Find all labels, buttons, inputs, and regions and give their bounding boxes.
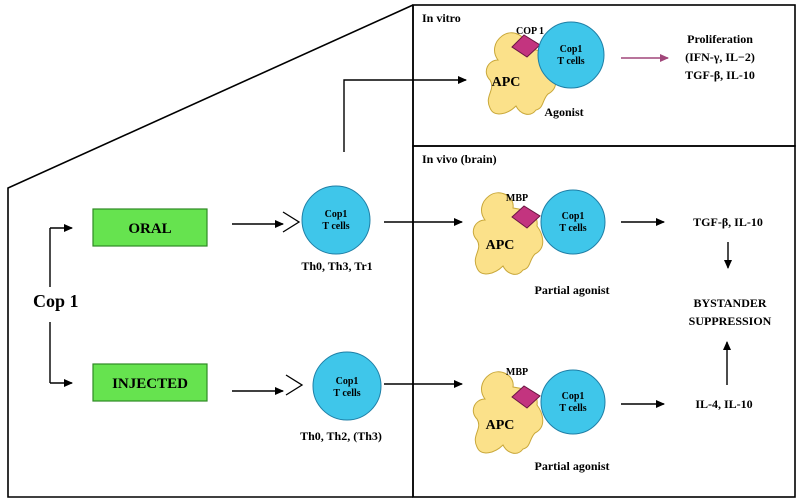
injected-tcell-line2: T cells xyxy=(333,388,360,399)
injected-tcell-line1: Cop1 xyxy=(336,376,359,387)
invitro-tcell-line1: Cop1 xyxy=(560,44,583,55)
invivo-tcell-top: Cop1 T cells xyxy=(540,189,606,255)
invivo-output-top: TGF-β, IL-10 xyxy=(693,215,763,229)
invivo-apc-bottom: APC xyxy=(472,371,544,454)
oral-to-invitro-path xyxy=(343,76,467,152)
invivo-partial-agonist-bottom: Partial agonist xyxy=(535,459,610,473)
invitro-output-line2: (IFN-γ, IL−2) xyxy=(685,50,755,64)
oral-tcell-caption: Th0, Th3, Tr1 xyxy=(301,259,372,273)
oral-tcell: Cop1 T cells xyxy=(282,185,371,255)
oral-box xyxy=(92,208,208,247)
in-vivo-panel xyxy=(412,145,796,498)
in-vitro-title: In vitro xyxy=(422,11,461,25)
invivo-mbp-label-bottom: MBP xyxy=(506,367,528,378)
invitro-output-line3: TGF-β, IL-10 xyxy=(685,68,755,82)
invivo-apc-top: APC xyxy=(472,192,544,275)
invivo-tcell-top-line1: Cop1 xyxy=(562,211,585,222)
funnel-outline xyxy=(7,4,414,498)
oral-tcell-line2: T cells xyxy=(322,221,349,232)
invitro-agonist-label: Agonist xyxy=(544,105,583,119)
invitro-tcell-line2: T cells xyxy=(557,56,584,67)
invivo-output-bottom: IL-4, IL-10 xyxy=(695,397,752,411)
mbp-mhc-bottom-icon xyxy=(511,385,541,409)
invivo-mbp-label-top: MBP xyxy=(506,193,528,204)
mbp-mhc-top-icon xyxy=(511,205,541,229)
invitro-apc: APC xyxy=(485,32,557,115)
oral-label: ORAL xyxy=(128,221,171,237)
invivo-tcell-bottom: Cop1 T cells xyxy=(540,369,606,435)
invivo-tcell-bottom-line1: Cop1 xyxy=(562,391,585,402)
oral-tcell-line1: Cop1 xyxy=(325,209,348,220)
injected-box xyxy=(92,363,208,402)
injected-label: INJECTED xyxy=(112,376,188,392)
tcr-receptor-icon xyxy=(285,374,304,396)
invivo-tcell-bottom-line2: T cells xyxy=(559,403,586,414)
bystander-line2: SUPPRESSION xyxy=(689,314,772,328)
in-vivo-title: In vivo (brain) xyxy=(422,152,497,166)
bystander-line1: BYSTANDER xyxy=(693,296,766,310)
invivo-apc-top-label: APC xyxy=(486,238,515,253)
invitro-mhc-label: COP 1 xyxy=(516,26,544,37)
injected-tcell: Cop1 T cells xyxy=(285,351,382,421)
injected-tcell-caption: Th0, Th2, (Th3) xyxy=(300,429,382,443)
invivo-partial-agonist-top: Partial agonist xyxy=(535,283,610,297)
invivo-tcell-top-line2: T cells xyxy=(559,223,586,234)
invivo-apc-bottom-label: APC xyxy=(486,418,515,433)
invitro-output-line1: Proliferation xyxy=(687,32,753,46)
cop1-source-label: Cop 1 xyxy=(33,291,79,311)
invitro-apc-label: APC xyxy=(492,75,521,90)
invitro-tcell: Cop1 T cells xyxy=(537,21,605,89)
tcr-receptor-icon xyxy=(282,211,301,233)
